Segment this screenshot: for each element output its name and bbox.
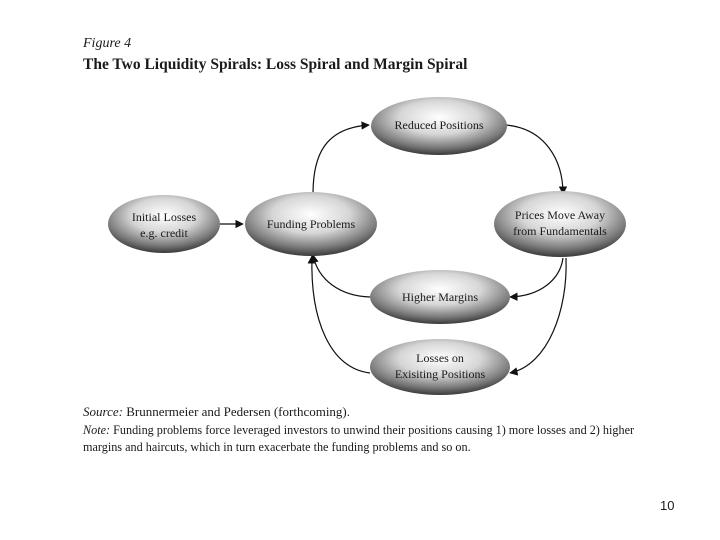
- node-higher-margins-line1: Higher Margins: [402, 290, 478, 304]
- node-prices-move-away-line2: from Fundamentals: [513, 224, 607, 238]
- source-line: Source: Brunnermeier and Pedersen (forth…: [83, 404, 350, 420]
- node-initial-losses-shape: [108, 195, 220, 253]
- node-prices-move-away-line1: Prices Move Away: [515, 208, 605, 222]
- node-losses-existing-line2: Exisiting Positions: [395, 367, 486, 381]
- node-reduced-positions: Reduced Positions: [371, 97, 507, 155]
- node-losses-existing-shape: [370, 339, 510, 395]
- arrow-reduced-to-prices: [504, 124, 568, 195]
- figure-title: The Two Liquidity Spirals: Loss Spiral a…: [83, 56, 468, 73]
- arrows: [220, 121, 568, 376]
- node-initial-losses: Initial Losses e.g. credit: [108, 195, 220, 253]
- node-prices-move-away-shape: [494, 191, 626, 257]
- node-losses-existing-line1: Losses on: [416, 351, 464, 365]
- node-higher-margins-shape: [370, 270, 510, 324]
- node-funding-problems: Funding Problems: [245, 192, 377, 256]
- source-text: Brunnermeier and Pedersen (forthcoming).: [122, 404, 351, 419]
- figure-label: Figure 4: [83, 36, 132, 51]
- node-funding-problems-shape: [245, 192, 377, 256]
- note-paragraph: Note: Funding problems force leveraged i…: [83, 422, 643, 456]
- node-initial-losses-line1: Initial Losses: [132, 210, 197, 224]
- source-label: Source:: [83, 404, 123, 419]
- note-label: Note:: [83, 423, 111, 437]
- node-reduced-positions-line1: Reduced Positions: [395, 118, 484, 132]
- node-initial-losses-line2: e.g. credit: [140, 226, 188, 240]
- node-higher-margins: Higher Margins: [370, 270, 510, 324]
- node-prices-move-away: Prices Move Away from Fundamentals: [494, 191, 626, 257]
- arrow-prices-to-losses: [509, 257, 567, 376]
- node-funding-problems-line1: Funding Problems: [267, 217, 356, 231]
- arrow-funding-to-reduced: [312, 121, 370, 195]
- node-reduced-positions-shape: [371, 97, 507, 155]
- node-losses-existing: Losses on Exisiting Positions: [370, 339, 510, 395]
- page-number: 10: [660, 498, 675, 513]
- arrow-prices-to-higher-margins: [509, 257, 564, 301]
- note-text: Funding problems force leveraged investo…: [83, 423, 635, 454]
- arrow-higher-margins-to-funding: [310, 254, 371, 298]
- arrow-losses-to-funding: [307, 255, 371, 374]
